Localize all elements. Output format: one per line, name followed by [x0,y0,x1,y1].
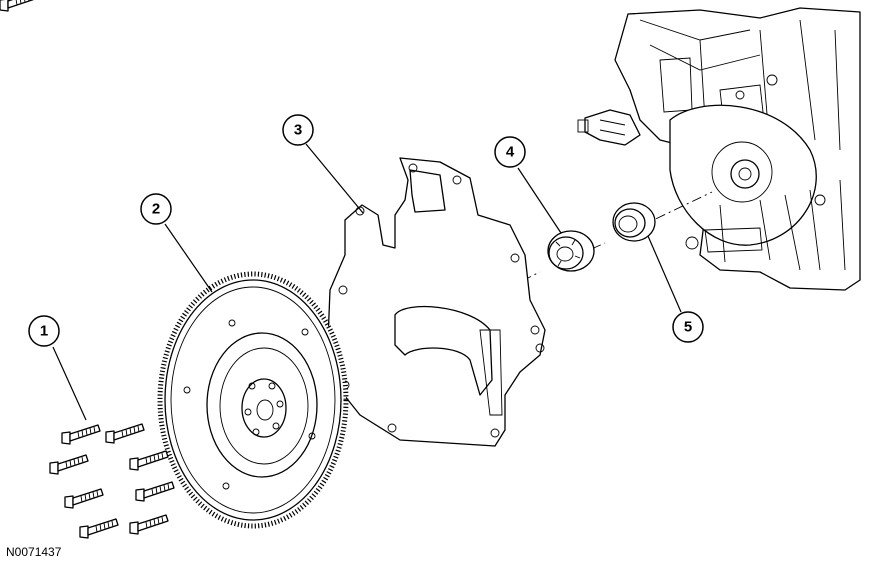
bolt-set-part [0,0,175,539]
svg-text:2: 2 [152,201,160,218]
engine-rear-plate-part [327,157,546,447]
callout-4: 4 [494,136,526,168]
callout-5: 5 [672,311,704,343]
engine-block-illustration [577,7,861,291]
flywheel-part [157,271,349,529]
crankshaft-seal-part [612,202,656,242]
svg-text:5: 5 [684,319,692,336]
leader-lines [52,143,682,421]
svg-text:4: 4 [506,144,515,161]
callout-1: 1 [28,315,60,347]
callout-2: 2 [140,193,172,225]
svg-text:1: 1 [40,323,48,340]
figure-code: N0071437 [6,545,62,559]
pilot-bearing-spacer-part [547,230,595,272]
callout-3: 3 [282,114,314,146]
svg-text:3: 3 [294,122,302,139]
